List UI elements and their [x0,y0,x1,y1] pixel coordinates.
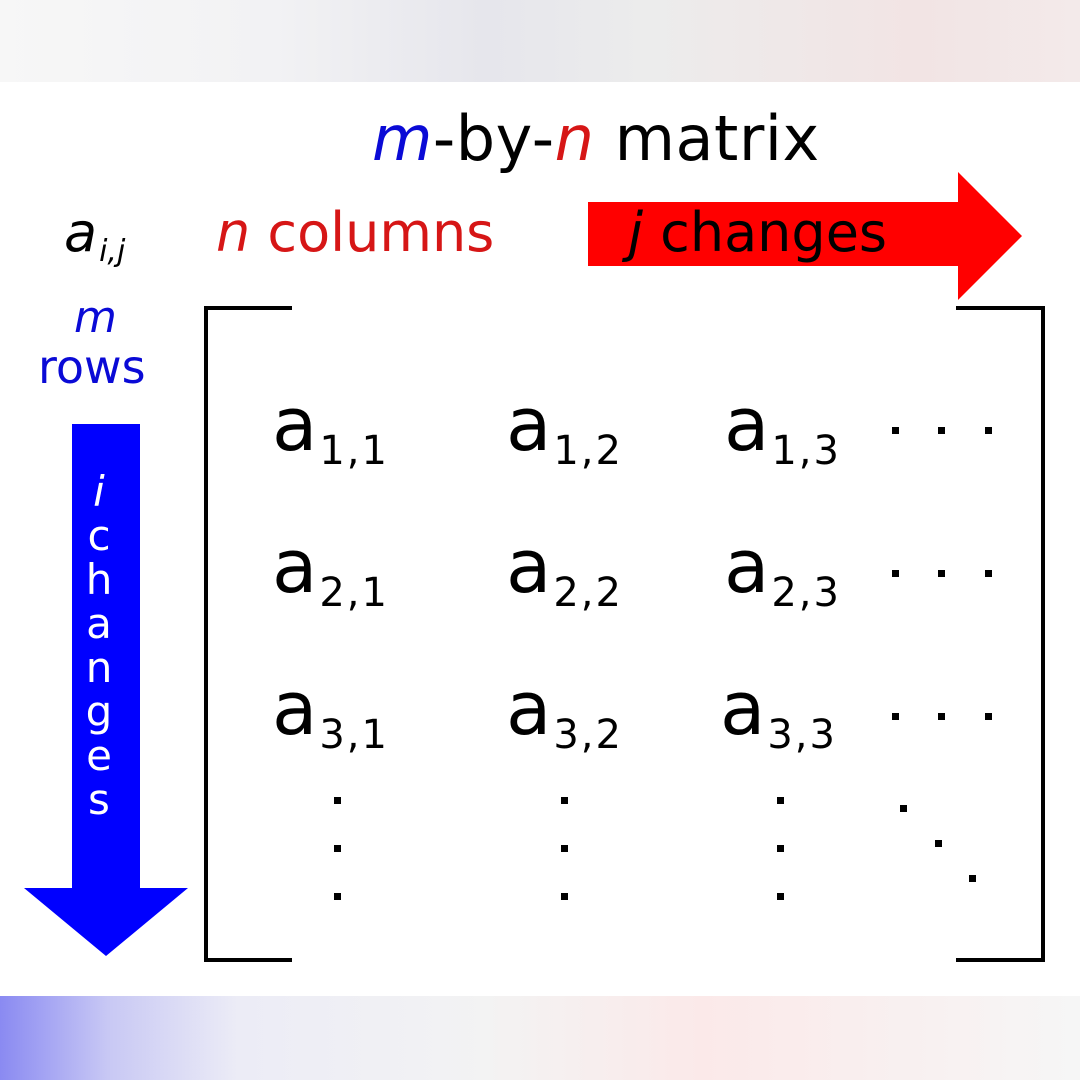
matrix-entry: a2,2 [506,524,623,616]
title-n: n [554,102,595,175]
column-ellipsis-2 [561,797,568,900]
matrix-entry: a1,3 [724,382,841,474]
row-arrow-letter: h [85,555,113,604]
matrix-right-bracket [956,306,1045,962]
column-arrow-j: j [628,201,644,264]
column-ellipsis-1 [334,797,341,900]
element-label: ai,j [64,206,125,267]
title-m: m [372,102,433,175]
column-change-arrow [588,172,1022,300]
columns-label-n: n [216,201,251,264]
row-ellipsis-1 [892,427,992,434]
rows-label-text: rows [38,340,146,394]
row-arrow-letter: c [87,511,111,560]
element-label-base: a [64,201,98,264]
row-change-arrow [24,424,188,956]
column-arrow-label: j changes [628,206,887,260]
row-arrow-letter: s [88,775,110,824]
matrix-left-bracket [204,306,292,962]
row-arrow-letter: g [85,687,113,736]
column-ellipsis-3 [777,797,784,900]
bottom-blur-band [0,996,1080,1080]
title-rest: matrix [594,102,820,175]
matrix-entry: a1,1 [272,382,389,474]
title-by: -by- [432,102,555,175]
diagram-title: m-by-n matrix [372,108,820,170]
row-arrow-letter: e [86,731,112,780]
diagonal-ellipsis [900,805,976,882]
matrix-entry: a1,2 [506,382,623,474]
columns-label-text: columns [250,201,495,264]
row-arrow-letter: n [85,643,113,692]
row-arrow-label: i c h a n g e s [78,470,120,822]
matrix-entry: a3,3 [720,666,837,758]
rows-label-m: m [74,292,117,343]
matrix-entry: a2,1 [272,524,389,616]
row-ellipsis-3 [892,713,992,720]
matrix-entry: a3,2 [506,666,623,758]
matrix-entry: a2,3 [724,524,841,616]
columns-label: n columns [216,206,494,260]
row-arrow-letter: a [86,599,112,648]
top-blur-band [0,0,1080,82]
element-label-subscript: i,j [99,234,126,269]
column-arrow-text: changes [643,201,888,264]
matrix-entry: a3,1 [272,666,389,758]
row-arrow-letter: i [93,467,105,516]
row-ellipsis-2 [892,570,992,577]
